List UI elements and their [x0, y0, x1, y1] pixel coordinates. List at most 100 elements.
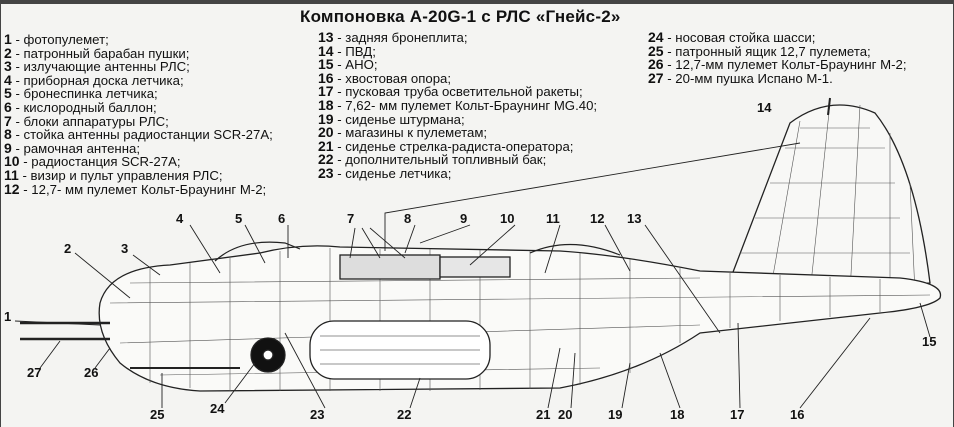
- callout-18: 18: [670, 407, 685, 422]
- legend-number: 19: [318, 110, 334, 127]
- legend-text: - радиостанция SCR-27A;: [19, 154, 181, 170]
- legend-number: 25: [648, 42, 664, 59]
- legend-number: 5: [4, 85, 12, 102]
- diagram-title: Компоновка А-20G-1 с РЛС «Гнейс-2»: [300, 7, 621, 26]
- legend-text: - блоки аппаратуры РЛС;: [11, 113, 169, 129]
- callout-14: 14: [757, 100, 772, 115]
- legend-text: - магазины к пулеметам;: [333, 125, 488, 141]
- callout-1: 1: [4, 309, 12, 324]
- callout-11: 11: [546, 211, 560, 226]
- legend-text: - 12,7-мм пулемет Кольт-Браунинг М-2;: [663, 57, 907, 73]
- callout-24: 24: [210, 401, 225, 416]
- legend-number: 23: [318, 164, 334, 181]
- callout-20: 20: [558, 407, 573, 422]
- legend-item: 11 - визир и пульт управления РЛС;: [4, 166, 273, 183]
- legend-number: 18: [318, 96, 334, 113]
- legend-item: 4 - приборная доска летчика;: [4, 71, 273, 88]
- callout-8: 8: [404, 211, 412, 226]
- callout-26: 26: [84, 365, 99, 380]
- legend-item: 2 - патронный барабан пушки;: [4, 44, 273, 61]
- callout-15: 15: [922, 334, 937, 349]
- legend-number: 13: [318, 29, 334, 45]
- legend-item: 27 - 20-мм пушка Испано М-1.: [648, 69, 907, 86]
- legend-column-3: 24 - носовая стойка шасси;25 - патронный…: [648, 29, 907, 86]
- legend-item: 16 - хвостовая опора;: [318, 71, 597, 86]
- callout-17: 17: [730, 407, 745, 422]
- legend-number: 17: [318, 83, 334, 100]
- legend-number: 1: [4, 31, 12, 47]
- legend-item: 25 - патронный ящик 12,7 пулемета;: [648, 42, 907, 59]
- legend-item: 12 - 12,7- мм пулемет Кольт-Браунинг М-2…: [4, 180, 273, 197]
- legend-text: - сиденье летчика;: [333, 165, 452, 181]
- callout-25: 25: [150, 407, 165, 422]
- callout-3: 3: [121, 241, 129, 256]
- legend-text: - носовая стойка шасси;: [663, 30, 816, 45]
- legend-text: - 7,62- мм пулемет Кольт-Браунинг MG.40;: [333, 97, 598, 113]
- legend-text: - стойка антенны радиостанции SCR-27A;: [11, 127, 273, 143]
- legend-number: 8: [4, 126, 12, 143]
- legend-text: - 20-мм пушка Испано М-1.: [663, 70, 833, 86]
- callout-12: 12: [590, 211, 605, 226]
- legend-item: 3 - излучающие антенны РЛС;: [4, 58, 273, 75]
- legend-text: - дополнительный топливный бак;: [333, 152, 547, 168]
- legend-item: 21 - сиденье стрелка-радиста-оператора;: [318, 137, 597, 154]
- callout-7: 7: [347, 211, 355, 226]
- legend-number: 3: [4, 58, 12, 75]
- legend-text: - АНО;: [333, 57, 378, 73]
- legend-text: - кислородный баллон;: [11, 99, 157, 115]
- legend-text: - излучающие антенны РЛС;: [11, 59, 190, 75]
- legend-number: 24: [648, 29, 664, 45]
- legend-number: 21: [318, 137, 334, 154]
- legend-item: 19 - сиденье штурмана;: [318, 110, 597, 127]
- legend-text: - сиденье штурмана;: [333, 111, 465, 127]
- legend-text: - фотопулемет;: [11, 32, 109, 47]
- legend-text: - 12,7- мм пулемет Кольт-Браунинг М-2;: [19, 181, 267, 197]
- legend-text: - приборная доска летчика;: [11, 72, 184, 88]
- callout-10: 10: [500, 211, 515, 226]
- tail-fin: [724, 104, 931, 294]
- legend-text: - визир и пульт управления РЛС;: [18, 167, 223, 183]
- callout-19: 19: [608, 407, 623, 422]
- legend-number: 22: [318, 151, 334, 168]
- legend-number: 15: [318, 56, 334, 73]
- legend-text: - рамочная антенна;: [11, 140, 140, 156]
- legend-item: 5 - бронеспинка летчика;: [4, 85, 273, 102]
- legend-item: 7 - блоки аппаратуры РЛС;: [4, 112, 273, 129]
- legend-number: 20: [318, 124, 334, 141]
- legend-number: 27: [648, 69, 664, 86]
- callout-27: 27: [27, 365, 42, 380]
- legend-item: 14 - ПВД;: [318, 42, 597, 59]
- legend-item: 23 - сиденье летчика;: [318, 164, 597, 181]
- legend-item: 20 - магазины к пулеметам;: [318, 124, 597, 141]
- legend-item: 17 - пусковая труба осветительной ракеты…: [318, 83, 597, 100]
- legend-number: 11: [4, 166, 19, 183]
- callout-22: 22: [397, 407, 412, 422]
- legend-item: 15 - АНО;: [318, 56, 597, 73]
- legend-number: 4: [4, 71, 12, 88]
- legend-number: 2: [4, 44, 12, 61]
- legend-text: - задняя бронеплита;: [333, 30, 468, 45]
- legend-number: 14: [318, 42, 334, 59]
- legend-item: 22 - дополнительный топливный бак;: [318, 151, 597, 168]
- legend-text: - пусковая труба осветительной ракеты;: [333, 84, 583, 100]
- legend-number: 12: [4, 180, 20, 197]
- legend-column-2: 13 - задняя бронеплита;14 - ПВД;15 - АНО…: [318, 29, 598, 181]
- legend-item: 26 - 12,7-мм пулемет Кольт-Браунинг М-2;: [648, 56, 907, 73]
- legend-number: 26: [648, 56, 664, 73]
- legend-number: 6: [4, 98, 12, 115]
- legend-number: 7: [4, 112, 12, 129]
- callout-16: 16: [790, 407, 805, 422]
- callout-4: 4: [176, 211, 184, 226]
- callout-9: 9: [460, 211, 468, 226]
- legend-text: - патронный ящик 12,7 пулемета;: [663, 43, 871, 59]
- legend-column-1: 1 - фотопулемет;2 - патронный барабан пу…: [4, 31, 273, 197]
- legend-item: 24 - носовая стойка шасси;: [648, 29, 907, 45]
- legend-text: - патронный барабан пушки;: [11, 45, 190, 61]
- legend-item: 9 - рамочная антенна;: [4, 139, 273, 156]
- callout-2: 2: [64, 241, 72, 256]
- legend-number: 9: [4, 139, 12, 156]
- legend-item: 8 - стойка антенны радиостанции SCR-27A;: [4, 126, 273, 143]
- callout-5: 5: [235, 211, 243, 226]
- aircraft-drawing: [0, 3, 954, 427]
